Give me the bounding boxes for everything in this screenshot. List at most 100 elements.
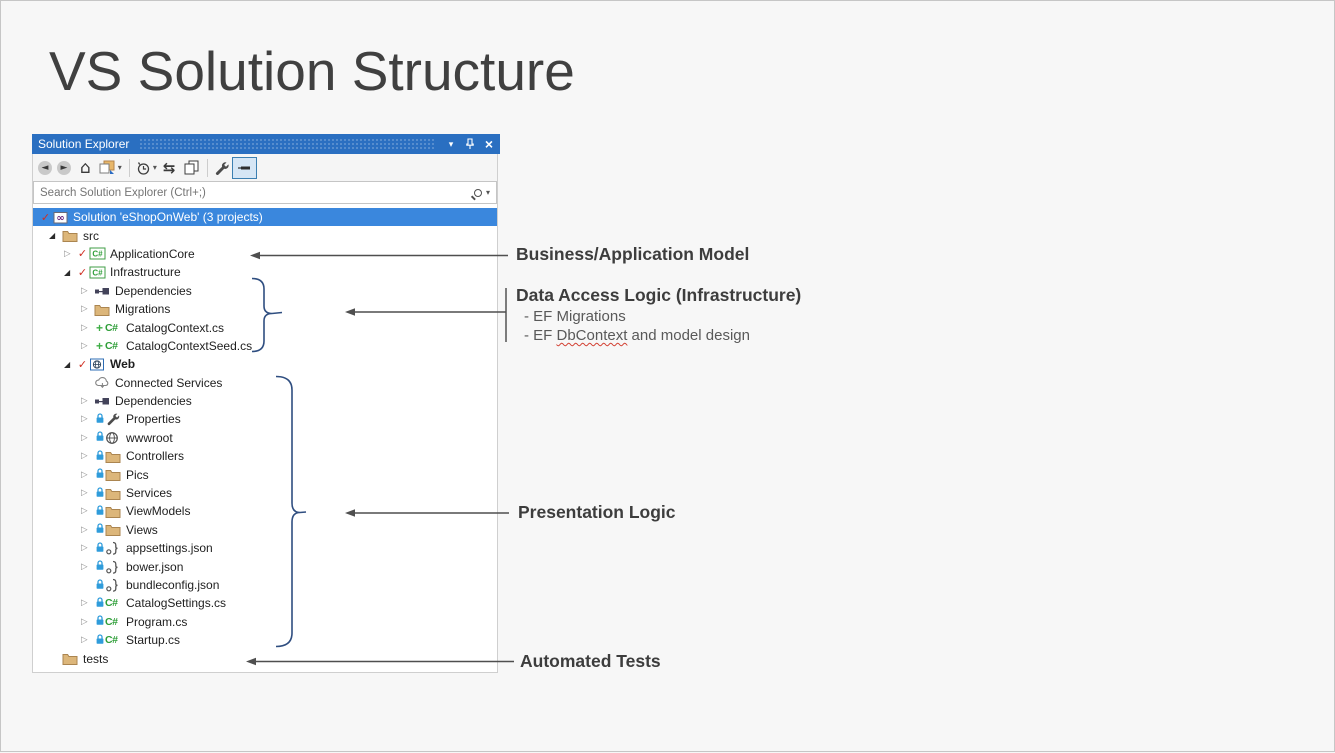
annotation-automated-tests: Automated Tests	[520, 651, 661, 672]
tree-row-label: Startup.cs	[126, 633, 181, 648]
history-icon[interactable]	[135, 157, 151, 179]
preview-selected-items-button[interactable]	[232, 156, 258, 179]
annotation-title: Automated Tests	[520, 651, 661, 671]
expand-collapsed-icon[interactable]: ▷	[81, 561, 88, 572]
tree-row-label: ApplicationCore	[110, 246, 195, 261]
tree-row-controllers[interactable]: ▷ Controllers	[33, 447, 497, 465]
tree-row-label: Infrastructure	[110, 265, 181, 280]
tree-row-tests[interactable]: tests	[33, 649, 497, 667]
expand-collapsed-icon[interactable]: ▷	[81, 635, 88, 646]
annotation-business-model: Business/Application Model	[516, 244, 749, 265]
close-icon[interactable]: ×	[484, 136, 494, 152]
back-icon[interactable]: ◄	[38, 160, 52, 175]
tree-row-label: Web	[110, 357, 136, 372]
globe-icon	[105, 431, 122, 445]
expand-expanded-icon[interactable]: ◢	[49, 231, 56, 241]
annotation-title: Business/Application Model	[516, 244, 750, 264]
search-icon[interactable]	[473, 188, 482, 197]
solution-tree: ✓ ∞ Solution 'eShopOnWeb' (3 projects) ◢…	[33, 208, 497, 668]
expand-collapsed-icon[interactable]: ▷	[81, 396, 88, 407]
tree-row-label: ViewModels	[126, 504, 191, 519]
bullet-text: - EF	[524, 327, 557, 344]
tree-row-bower[interactable]: ▷ bower.json	[33, 557, 497, 575]
tree-row-connected-services[interactable]: Connected Services	[33, 374, 497, 392]
tree-row-catalogsettings[interactable]: ▷ C# CatalogSettings.cs	[33, 594, 497, 612]
panel-titlebar[interactable]: Solution Explorer ▾ ×	[32, 134, 500, 154]
tree-row-bundleconfig[interactable]: bundleconfig.json	[33, 576, 497, 594]
switch-views-dropdown-icon[interactable]: ▾	[117, 163, 122, 172]
expand-collapsed-icon[interactable]: ▷	[81, 506, 88, 517]
expand-collapsed-icon[interactable]: ▷	[81, 524, 88, 535]
tree-row-catalogcontextseed[interactable]: ▷ + C# CatalogContextSeed.cs	[33, 337, 497, 355]
customize-wrench-icon[interactable]	[213, 157, 230, 179]
expand-collapsed-icon[interactable]: ▷	[81, 616, 88, 627]
tree-row-dependencies[interactable]: ▷ Dependencies	[33, 282, 497, 300]
annotation-data-access: Data Access Logic (Infrastructure) - EF …	[516, 285, 801, 344]
lock-icon	[94, 504, 105, 519]
lock-icon	[94, 430, 105, 445]
lock-icon	[94, 449, 105, 464]
copy-properties-icon[interactable]	[184, 157, 199, 179]
tree-row-solution[interactable]: ✓ ∞ Solution 'eShopOnWeb' (3 projects)	[33, 208, 497, 227]
expand-collapsed-icon[interactable]: ▷	[81, 543, 88, 554]
svg-text:C#: C#	[92, 250, 103, 259]
folder-icon	[105, 505, 122, 518]
tree-row-appsettings[interactable]: ▷ appsettings.json	[33, 539, 497, 557]
expand-expanded-icon[interactable]: ◢	[64, 267, 71, 277]
expand-collapsed-icon[interactable]: ▷	[81, 322, 88, 333]
tree-row-views[interactable]: ▷ Views	[33, 521, 497, 539]
tree-row-web[interactable]: ◢ ✓ Web	[33, 355, 497, 373]
expand-collapsed-icon[interactable]: ▷	[81, 598, 88, 609]
dependencies-icon	[94, 395, 111, 407]
lock-icon	[94, 559, 105, 574]
expand-collapsed-icon[interactable]: ▷	[81, 451, 88, 462]
tree-row-label: CatalogSettings.cs	[126, 596, 227, 611]
expand-collapsed-icon[interactable]: ▷	[81, 469, 88, 480]
tree-row-label: appsettings.json	[126, 541, 213, 556]
tree-row-program[interactable]: ▷ C# Program.cs	[33, 613, 497, 631]
tree-row-label: Services	[126, 486, 173, 501]
tree-row-applicationcore[interactable]: ▷ ✓ C# ApplicationCore	[33, 245, 497, 263]
search-options-dropdown-icon[interactable]: ▾	[485, 188, 490, 197]
search-box[interactable]: ▾	[33, 181, 497, 204]
home-icon[interactable]: ⌂	[80, 157, 91, 178]
tree-row-startup[interactable]: ▷ C# Startup.cs	[33, 631, 497, 649]
tree-row-src[interactable]: ◢ src	[33, 226, 497, 244]
tree-row-catalogcontext[interactable]: ▷ + C# CatalogContext.cs	[33, 318, 497, 336]
expand-collapsed-icon[interactable]: ▷	[81, 340, 88, 351]
pin-icon[interactable]	[462, 136, 478, 152]
csharp-file-icon: C#	[105, 597, 118, 610]
expand-collapsed-icon[interactable]: ▷	[81, 304, 88, 315]
json-file-icon	[105, 578, 122, 592]
expand-collapsed-icon[interactable]: ▷	[81, 414, 88, 425]
source-control-check-icon: ✓	[40, 210, 51, 224]
tree-row-label: Properties	[126, 412, 181, 427]
tree-row-label: CatalogContextSeed.cs	[126, 338, 253, 353]
source-control-add-icon: +	[95, 338, 103, 353]
svg-text:C#: C#	[92, 268, 103, 277]
expand-collapsed-icon[interactable]: ▷	[64, 248, 71, 259]
tree-row-dependencies[interactable]: ▷ Dependencies	[33, 392, 497, 410]
sync-with-active-document-icon[interactable]: ⇆	[162, 158, 176, 177]
history-dropdown-icon[interactable]: ▾	[152, 163, 157, 172]
switch-views-icon[interactable]	[99, 157, 116, 179]
tree-row-properties[interactable]: ▷ Properties	[33, 410, 497, 428]
tree-row-pics[interactable]: ▷ Pics	[33, 465, 497, 483]
tree-row-services[interactable]: ▷ Services	[33, 484, 497, 502]
tree-row-wwwroot[interactable]: ▷ wwwroot	[33, 429, 497, 447]
window-position-dropdown-icon[interactable]: ▾	[448, 138, 454, 149]
tree-row-infrastructure[interactable]: ◢ ✓ C# Infrastructure	[33, 263, 497, 281]
tree-row-label: Dependencies	[115, 283, 192, 298]
folder-icon	[105, 487, 122, 500]
expand-collapsed-icon[interactable]: ▷	[81, 285, 88, 296]
expand-collapsed-icon[interactable]: ▷	[81, 432, 88, 443]
expand-collapsed-icon[interactable]: ▷	[81, 488, 88, 499]
tree-row-migrations[interactable]: ▷ Migrations	[33, 300, 497, 318]
forward-icon[interactable]: ►	[57, 160, 71, 175]
search-input[interactable]	[34, 186, 474, 199]
expand-expanded-icon[interactable]: ◢	[64, 359, 71, 369]
tree-row-viewmodels[interactable]: ▷ ViewModels	[33, 502, 497, 520]
folder-icon	[105, 523, 122, 537]
tree-row-label: Controllers	[126, 449, 185, 464]
